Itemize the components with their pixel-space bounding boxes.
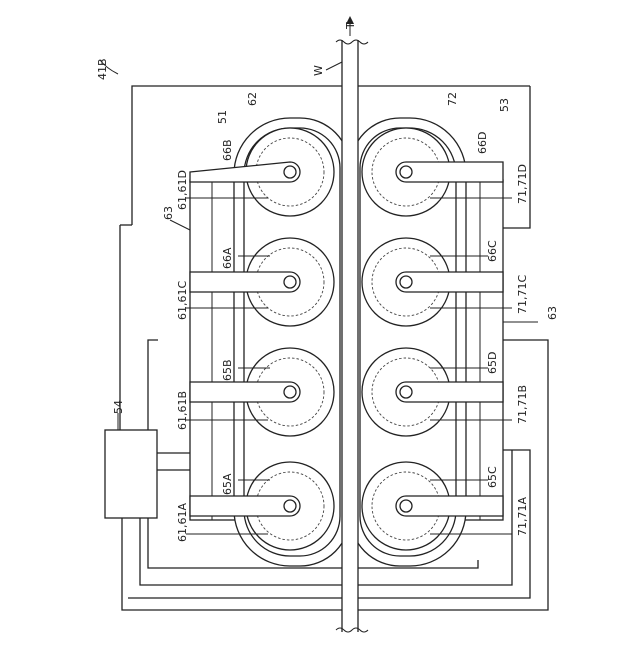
left-roller-label-a: 61,61A	[176, 503, 189, 542]
left-assembly-label: 51	[216, 110, 229, 124]
figure-label: 41B	[96, 58, 109, 80]
right-sensor-label-66d: 66D	[476, 132, 489, 154]
right-roller-label-c: 71,71C	[516, 275, 529, 314]
right-roller-label-b: 71,71B	[516, 385, 529, 424]
direction-arrow: T	[344, 16, 357, 36]
controller-label: 54	[112, 400, 125, 414]
left-sensor-label-66b: 66B	[221, 139, 234, 161]
left-belt-label: 62	[246, 92, 259, 106]
frame-label-left: 63	[162, 206, 175, 220]
right-roller-label-a: 71,71A	[516, 497, 529, 536]
left-assembly	[190, 118, 350, 566]
direction-label: T	[344, 22, 357, 30]
left-roller-label-d: 61,61D	[176, 170, 189, 210]
right-assembly	[350, 118, 503, 566]
left-roller-label-c: 61,61C	[176, 281, 189, 320]
right-assembly-label: 53	[498, 98, 511, 112]
right-belt-label: 72	[446, 92, 459, 106]
right-sensor-label-66c: 66C	[486, 240, 499, 262]
right-sensor-label-65d: 65D	[486, 352, 499, 374]
right-roller-label-d: 71,71D	[516, 164, 529, 204]
left-sensor-label-65a: 65A	[221, 473, 234, 495]
left-roller-label-b: 61,61B	[176, 391, 189, 430]
web-label: W	[312, 65, 325, 76]
left-sensor-label-66a: 66A	[221, 247, 234, 269]
right-sensor-label-65c: 65C	[486, 466, 499, 488]
left-sensor-label-65b: 65B	[221, 359, 234, 381]
frame-label-right: 63	[546, 306, 559, 320]
